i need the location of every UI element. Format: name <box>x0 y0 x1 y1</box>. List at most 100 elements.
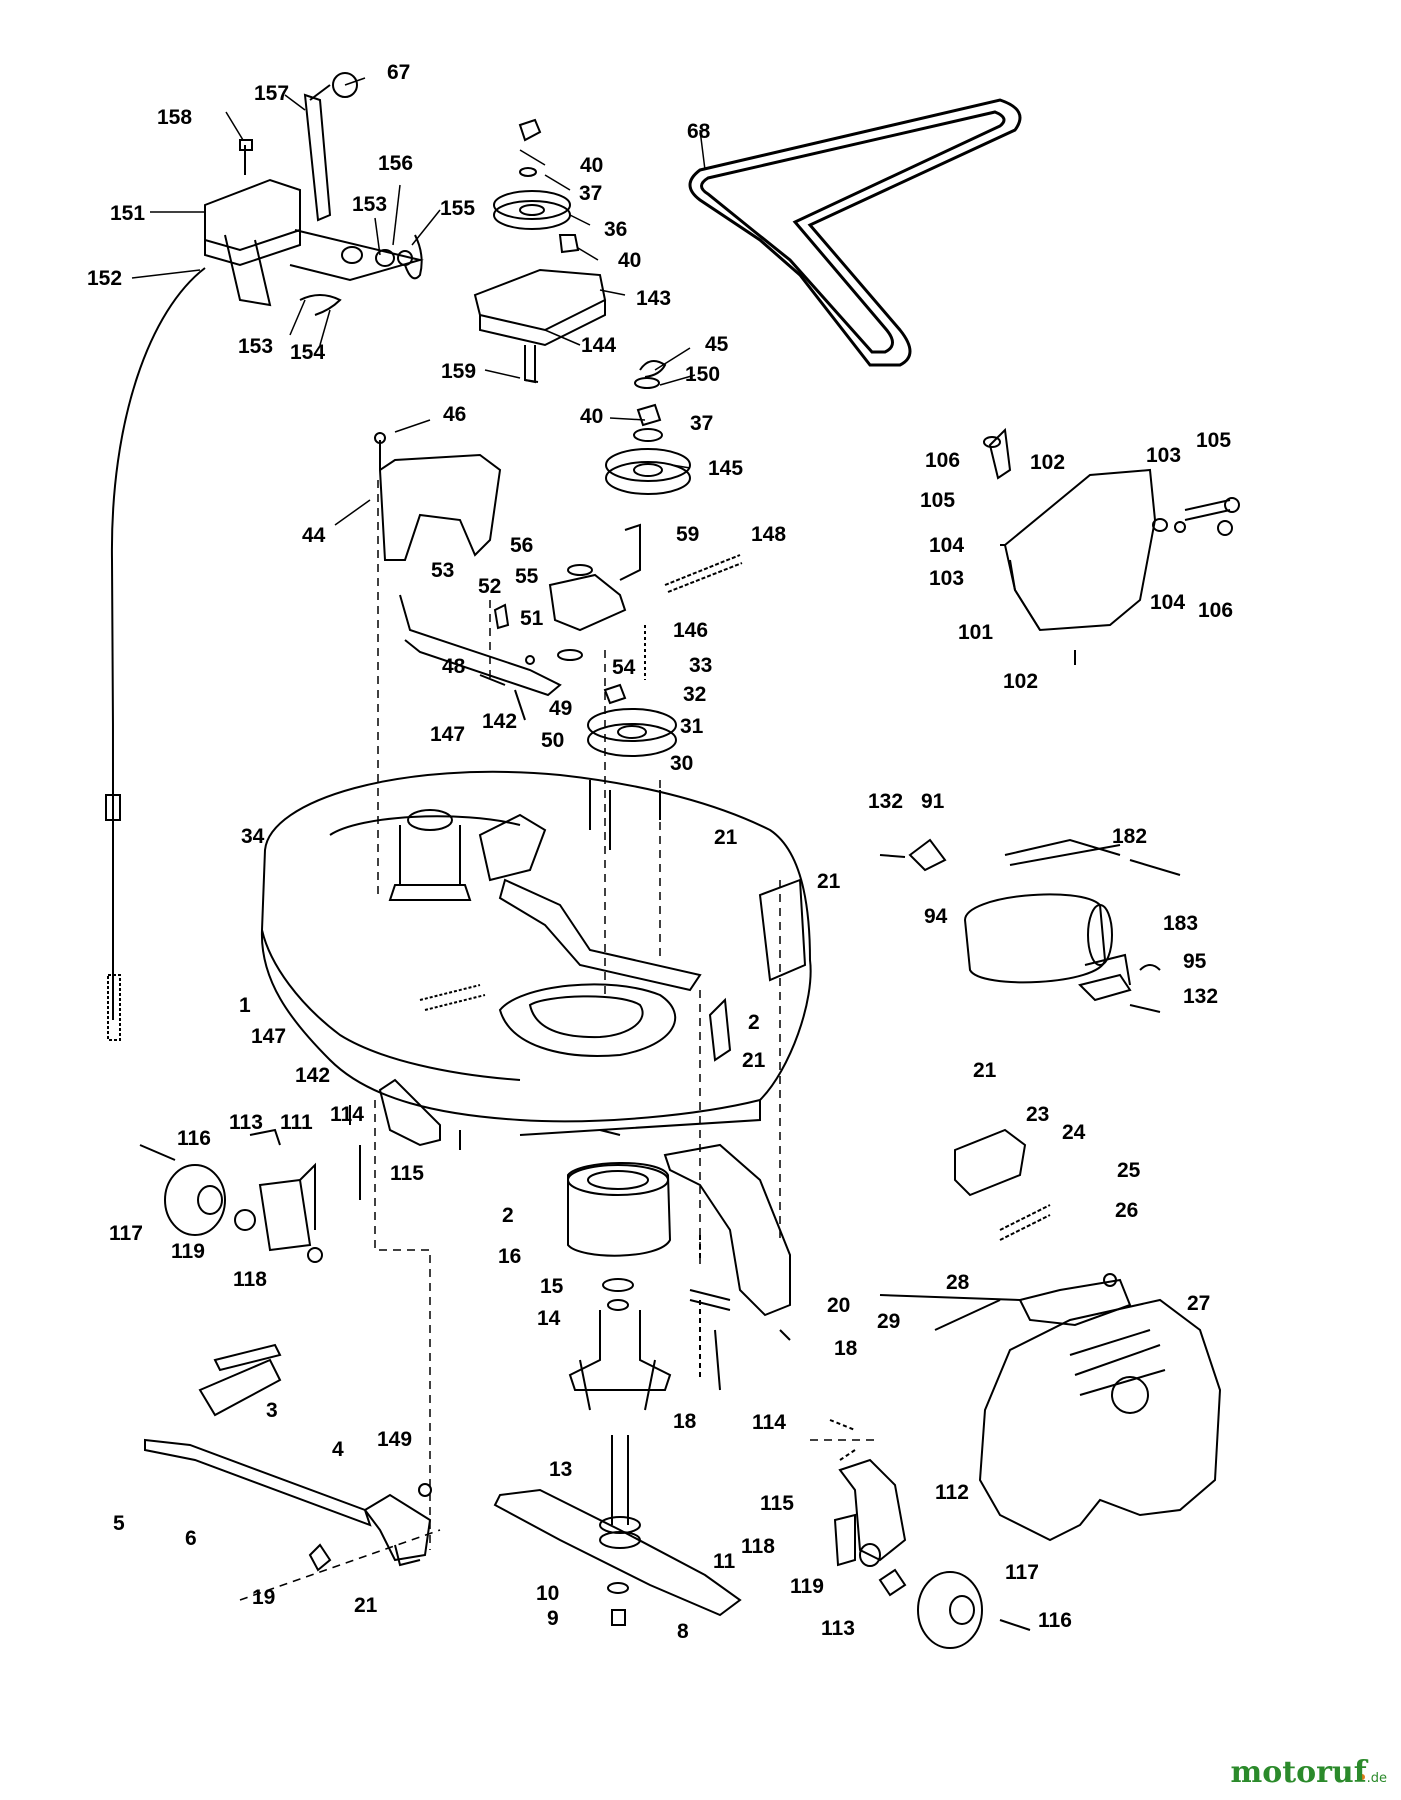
part-label-145: 145 <box>708 457 744 480</box>
part-label-33: 33 <box>689 654 713 677</box>
part-label-119b: 119 <box>790 1575 824 1598</box>
blade-spindle-assembly <box>567 1162 672 1549</box>
part-label-10: 10 <box>536 1582 560 1605</box>
part-label-24: 24 <box>1062 1121 1086 1144</box>
part-label-5: 5 <box>113 1512 125 1535</box>
gauge-wheel-left <box>139 1105 361 1263</box>
part-label-11: 11 <box>713 1550 736 1573</box>
watermark-brand: motoruf <box>1230 1755 1367 1790</box>
part-label-115b: 115 <box>760 1492 794 1515</box>
label-leader-lines <box>131 77 706 526</box>
part-label-144: 144 <box>581 334 617 357</box>
part-label-21b: 21 <box>817 870 841 893</box>
part-label-106a: 106 <box>925 449 961 472</box>
control-cable <box>105 267 206 1041</box>
part-label-132b: 132 <box>1183 985 1219 1008</box>
part-label-40a: 40 <box>580 154 604 177</box>
part-label-2b: 2 <box>502 1204 514 1227</box>
part-label-21e: 21 <box>354 1594 378 1617</box>
part-label-95: 95 <box>1183 950 1207 973</box>
part-label-27: 27 <box>1187 1292 1211 1315</box>
part-label-56: 56 <box>510 534 534 557</box>
part-label-148: 148 <box>751 523 787 546</box>
part-label-156: 156 <box>378 152 414 175</box>
part-label-158: 158 <box>157 106 193 129</box>
part-label-101: 101 <box>958 621 994 644</box>
part-label-153a: 153 <box>352 193 388 216</box>
part-label-118b: 118 <box>741 1535 775 1558</box>
part-label-37a: 37 <box>579 182 603 205</box>
part-label-149: 149 <box>377 1428 413 1451</box>
part-label-113b: 113 <box>821 1617 855 1640</box>
deck-spindle-top <box>388 809 547 901</box>
part-label-45: 45 <box>705 333 729 356</box>
part-label-46: 46 <box>443 403 467 426</box>
deck-bracket <box>374 432 502 561</box>
part-label-14: 14 <box>537 1307 561 1330</box>
part-label-21a: 21 <box>714 826 738 849</box>
part-label-146: 146 <box>673 619 709 642</box>
part-label-117a: 117 <box>109 1222 143 1245</box>
discharge-shield <box>983 427 1240 665</box>
drive-pulley-lower <box>587 683 677 850</box>
part-label-32: 32 <box>683 683 707 706</box>
anti-scalp-roller <box>879 838 1181 1013</box>
part-label-36: 36 <box>604 218 628 241</box>
part-label-153b: 153 <box>238 335 274 358</box>
part-label-68: 68 <box>687 120 711 143</box>
part-label-105b: 105 <box>920 489 956 512</box>
part-label-18b: 18 <box>673 1410 697 1433</box>
part-label-116b: 116 <box>1038 1609 1072 1632</box>
gauge-wheel-right <box>829 1419 1031 1649</box>
part-label-30: 30 <box>670 752 694 775</box>
part-label-104b: 104 <box>1150 591 1186 614</box>
part-label-50: 50 <box>541 729 565 752</box>
part-label-51: 51 <box>520 607 544 630</box>
part-label-15: 15 <box>540 1275 564 1298</box>
part-label-59: 59 <box>676 523 700 546</box>
idler-pulley-assembly-upper <box>473 118 691 495</box>
drive-belt <box>688 98 1022 367</box>
deck-support-arm <box>663 1143 791 1391</box>
part-label-102b: 102 <box>1003 670 1039 693</box>
part-label-28: 28 <box>946 1271 970 1294</box>
part-label-102a: 102 <box>1030 451 1066 474</box>
part-label-29: 29 <box>877 1310 901 1333</box>
deck-idler-bar <box>419 878 702 1011</box>
part-label-152: 152 <box>87 267 123 290</box>
part-label-1: 1 <box>239 994 251 1017</box>
part-label-9: 9 <box>547 1607 559 1630</box>
part-label-154: 154 <box>290 341 326 364</box>
deflector-chute-assembly <box>879 1128 1222 1542</box>
part-label-44: 44 <box>302 524 326 547</box>
part-label-147b: 147 <box>251 1025 287 1048</box>
part-label-16: 16 <box>498 1245 522 1268</box>
part-label-114a: 114 <box>330 1103 364 1126</box>
part-label-34: 34 <box>241 825 265 848</box>
part-label-118a: 118 <box>233 1268 267 1291</box>
part-label-21c: 21 <box>742 1049 766 1072</box>
part-label-6: 6 <box>185 1527 197 1550</box>
part-label-183: 183 <box>1163 912 1199 935</box>
assembly-guide-lines <box>239 480 880 1601</box>
deck-bracket-lower <box>378 1078 441 1147</box>
part-label-151: 151 <box>110 202 146 225</box>
deck-right-brackets <box>708 878 807 1062</box>
part-label-23: 23 <box>1026 1103 1050 1126</box>
part-label-48: 48 <box>442 655 466 678</box>
part-label-106b: 106 <box>1198 599 1234 622</box>
part-label-4: 4 <box>332 1438 344 1461</box>
idler-arm-assembly <box>399 523 743 721</box>
part-label-21d: 21 <box>973 1059 997 1082</box>
part-label-40b: 40 <box>618 249 642 272</box>
part-label-150: 150 <box>685 363 721 386</box>
part-label-13: 13 <box>549 1458 573 1481</box>
part-label-115a: 115 <box>390 1162 424 1185</box>
part-label-142b: 142 <box>295 1064 331 1087</box>
part-label-20: 20 <box>827 1294 851 1317</box>
part-label-2a: 2 <box>748 1011 760 1034</box>
part-label-19: 19 <box>252 1586 276 1609</box>
part-label-155: 155 <box>440 197 476 220</box>
part-label-157: 157 <box>254 82 290 105</box>
part-label-53: 53 <box>431 559 455 582</box>
